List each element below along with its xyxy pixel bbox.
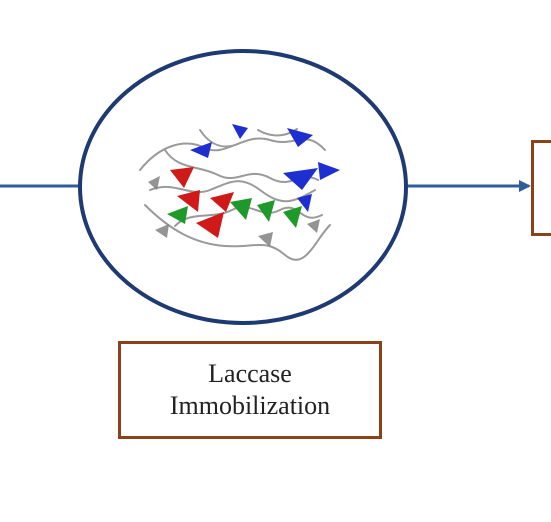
enzyme-ellipse: [78, 49, 408, 325]
label-line-2: Immobilization: [169, 391, 331, 420]
laccase-protein-structure-icon: [139, 124, 340, 261]
label-line-1: Laccase: [208, 359, 292, 388]
next-step-box: [531, 140, 551, 236]
process-label-box: Laccase Immobilization: [118, 341, 382, 439]
